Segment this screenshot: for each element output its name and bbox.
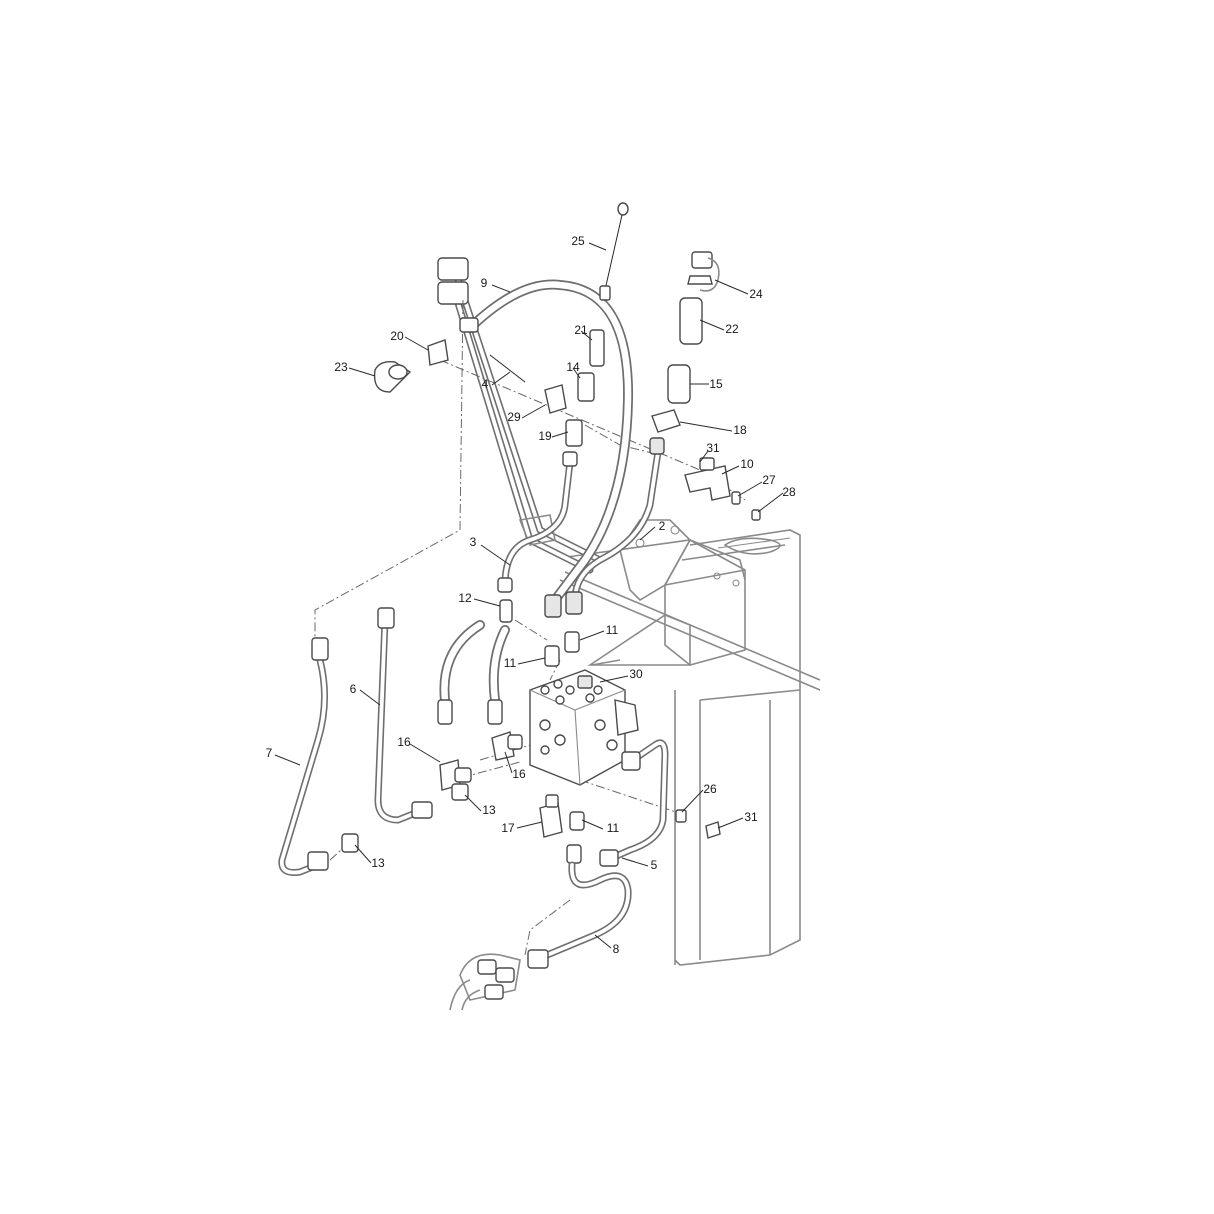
adapter-15 (667, 364, 691, 404)
cross-beam (559, 538, 821, 691)
bolt-4 (489, 354, 526, 383)
machine-column (674, 529, 801, 966)
callout-11-c: 11 (607, 821, 620, 835)
mounting-bracket (619, 519, 691, 602)
bolt-31-lower (705, 821, 721, 839)
callout-13-b: 13 (371, 856, 385, 870)
pipe-8 (527, 861, 632, 969)
washer-27 (731, 491, 741, 505)
callout-10: 10 (740, 457, 754, 471)
callout-20: 20 (390, 329, 404, 343)
callout-19: 19 (538, 429, 552, 443)
callout-18: 18 (733, 423, 747, 437)
pipe-6 (374, 607, 433, 824)
callout-14: 14 (566, 360, 580, 374)
nut-28 (751, 509, 761, 521)
hose-9 (459, 279, 634, 605)
pipe-2 (571, 437, 665, 604)
filler-neck-22 (679, 297, 703, 345)
callout-22: 22 (725, 322, 739, 336)
fitting-21 (589, 329, 605, 367)
callout-12: 12 (458, 591, 472, 605)
fitting-11-lower (569, 811, 585, 831)
callout-31-lower: 31 (744, 810, 758, 824)
clip-23 (373, 360, 412, 393)
callout-4: 4 (482, 377, 489, 391)
callout-29: 29 (507, 410, 521, 424)
clamp-29 (544, 384, 567, 414)
block-top-fittings (499, 591, 583, 667)
callout-labels: 25 9 24 22 21 20 23 14 15 4 29 18 19 31 … (266, 234, 796, 956)
callout-7: 7 (266, 746, 273, 760)
fitting-20 (427, 339, 449, 366)
callout-25: 25 (571, 234, 585, 248)
callout-11-b: 11 (504, 656, 517, 670)
leader-lines (274, 242, 784, 949)
bracket-10 (684, 457, 731, 501)
upper-left-pipework (437, 257, 604, 574)
callout-28: 28 (782, 485, 796, 499)
clamp-18 (651, 409, 681, 433)
callout-30: 30 (629, 667, 643, 681)
callout-16-a: 16 (397, 735, 411, 749)
callout-5: 5 (651, 858, 658, 872)
callout-26: 26 (703, 782, 717, 796)
spacer-26 (675, 809, 687, 823)
fitting-14 (577, 372, 595, 402)
cap-24 (687, 251, 720, 292)
callout-31-upper: 31 (706, 441, 720, 455)
callout-11-a: 11 (606, 623, 619, 637)
callout-23: 23 (334, 360, 348, 374)
callout-16-b: 16 (512, 767, 526, 781)
callout-9: 9 (481, 276, 488, 290)
elbow-16-left (439, 759, 472, 791)
callout-3: 3 (470, 535, 477, 549)
callout-21: 21 (574, 323, 588, 337)
adapter-13-right (451, 783, 469, 801)
callout-6: 6 (350, 682, 357, 696)
flex-hoses-rear (437, 620, 510, 725)
dipstick-25 (599, 202, 629, 301)
callout-8: 8 (613, 942, 620, 956)
callout-17: 17 (501, 821, 515, 835)
callout-13-a: 13 (482, 803, 496, 817)
valve-block-30 (529, 669, 639, 786)
callout-24: 24 (749, 287, 763, 301)
callout-15: 15 (709, 377, 723, 391)
adapter-13-left (341, 833, 359, 853)
pipe-7 (278, 637, 329, 876)
elbow-16-right (491, 731, 523, 761)
fitting-lower-b (566, 844, 582, 864)
lower-manifold (449, 953, 521, 1011)
fitting-19 (565, 419, 583, 447)
callout-27: 27 (762, 473, 776, 487)
pipe-5 (599, 739, 669, 867)
pipe-3 (497, 451, 578, 593)
callout-2: 2 (659, 519, 666, 533)
elbow-17 (539, 794, 563, 838)
